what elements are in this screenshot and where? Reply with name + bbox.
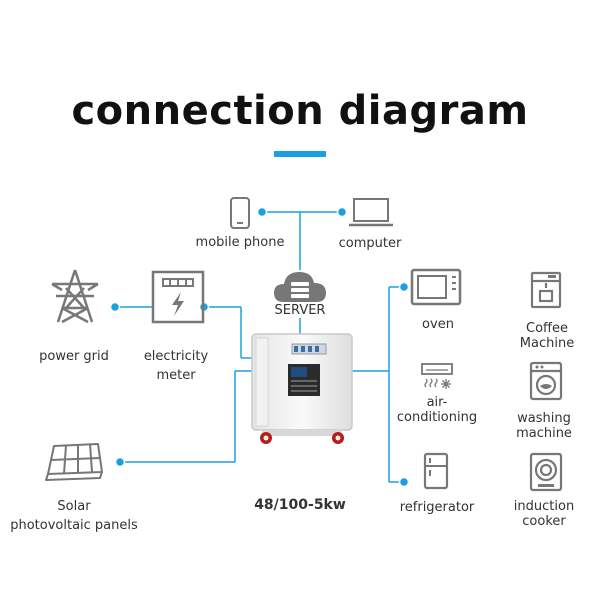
microwave-icon	[410, 268, 462, 306]
solar-label-line-2: photovoltaic panels	[10, 518, 138, 533]
power-tower-icon	[51, 269, 99, 324]
washing-machine-label-line-2: machine	[516, 426, 572, 441]
induction-cooker-icon	[529, 452, 563, 492]
washing-machine-label: washing machine	[494, 411, 594, 441]
fridge-icon	[423, 452, 449, 490]
air-conditioning-label-line-1: air-	[426, 395, 448, 410]
electricity-meter-label-line-2: meter	[156, 368, 196, 383]
induction-cooker-label-line-1: induction	[513, 499, 575, 514]
meter-icon	[151, 270, 205, 324]
induction-cooker-label: induction cooker	[494, 499, 594, 529]
page-title: connection diagram	[71, 88, 529, 134]
solar-panel-icon	[45, 443, 103, 481]
mobile-phone-label: mobile phone	[195, 235, 285, 250]
air-conditioning-label: air- conditioning	[382, 395, 492, 425]
induction-cooker-label-line-2: cooker	[522, 514, 566, 529]
electricity-meter-label-line-1: electricity	[143, 349, 209, 364]
washing-machine-label-line-1: washing	[517, 411, 571, 426]
air-conditioning-label-line-2: conditioning	[396, 410, 478, 425]
solar-label: Solar photovoltaic panels	[4, 499, 144, 533]
refrigerator-label: refrigerator	[399, 500, 475, 515]
oven-label: oven	[422, 317, 454, 332]
solar-label-line-1: Solar	[57, 499, 91, 514]
title-underline	[274, 151, 326, 157]
washing-machine-icon	[529, 361, 563, 401]
electricity-meter-label: electricity meter	[126, 349, 226, 383]
coffee-machine-icon	[530, 271, 562, 309]
computer-label: computer	[338, 236, 402, 251]
phone-icon	[230, 197, 250, 229]
laptop-icon	[349, 198, 393, 227]
power-grid-label: power grid	[39, 349, 109, 364]
air-conditioner-icon	[421, 363, 453, 389]
device-model-label: 48/100-5kw	[254, 497, 346, 513]
coffee-machine-label-line-2: Machine	[519, 336, 575, 351]
server-label: SERVER	[274, 303, 326, 318]
coffee-machine-label-line-1: Coffee	[526, 321, 568, 336]
cloud-server-icon	[274, 272, 326, 302]
battery-cabinet-icon	[251, 333, 353, 444]
coffee-machine-label: Coffee Machine	[497, 321, 597, 351]
